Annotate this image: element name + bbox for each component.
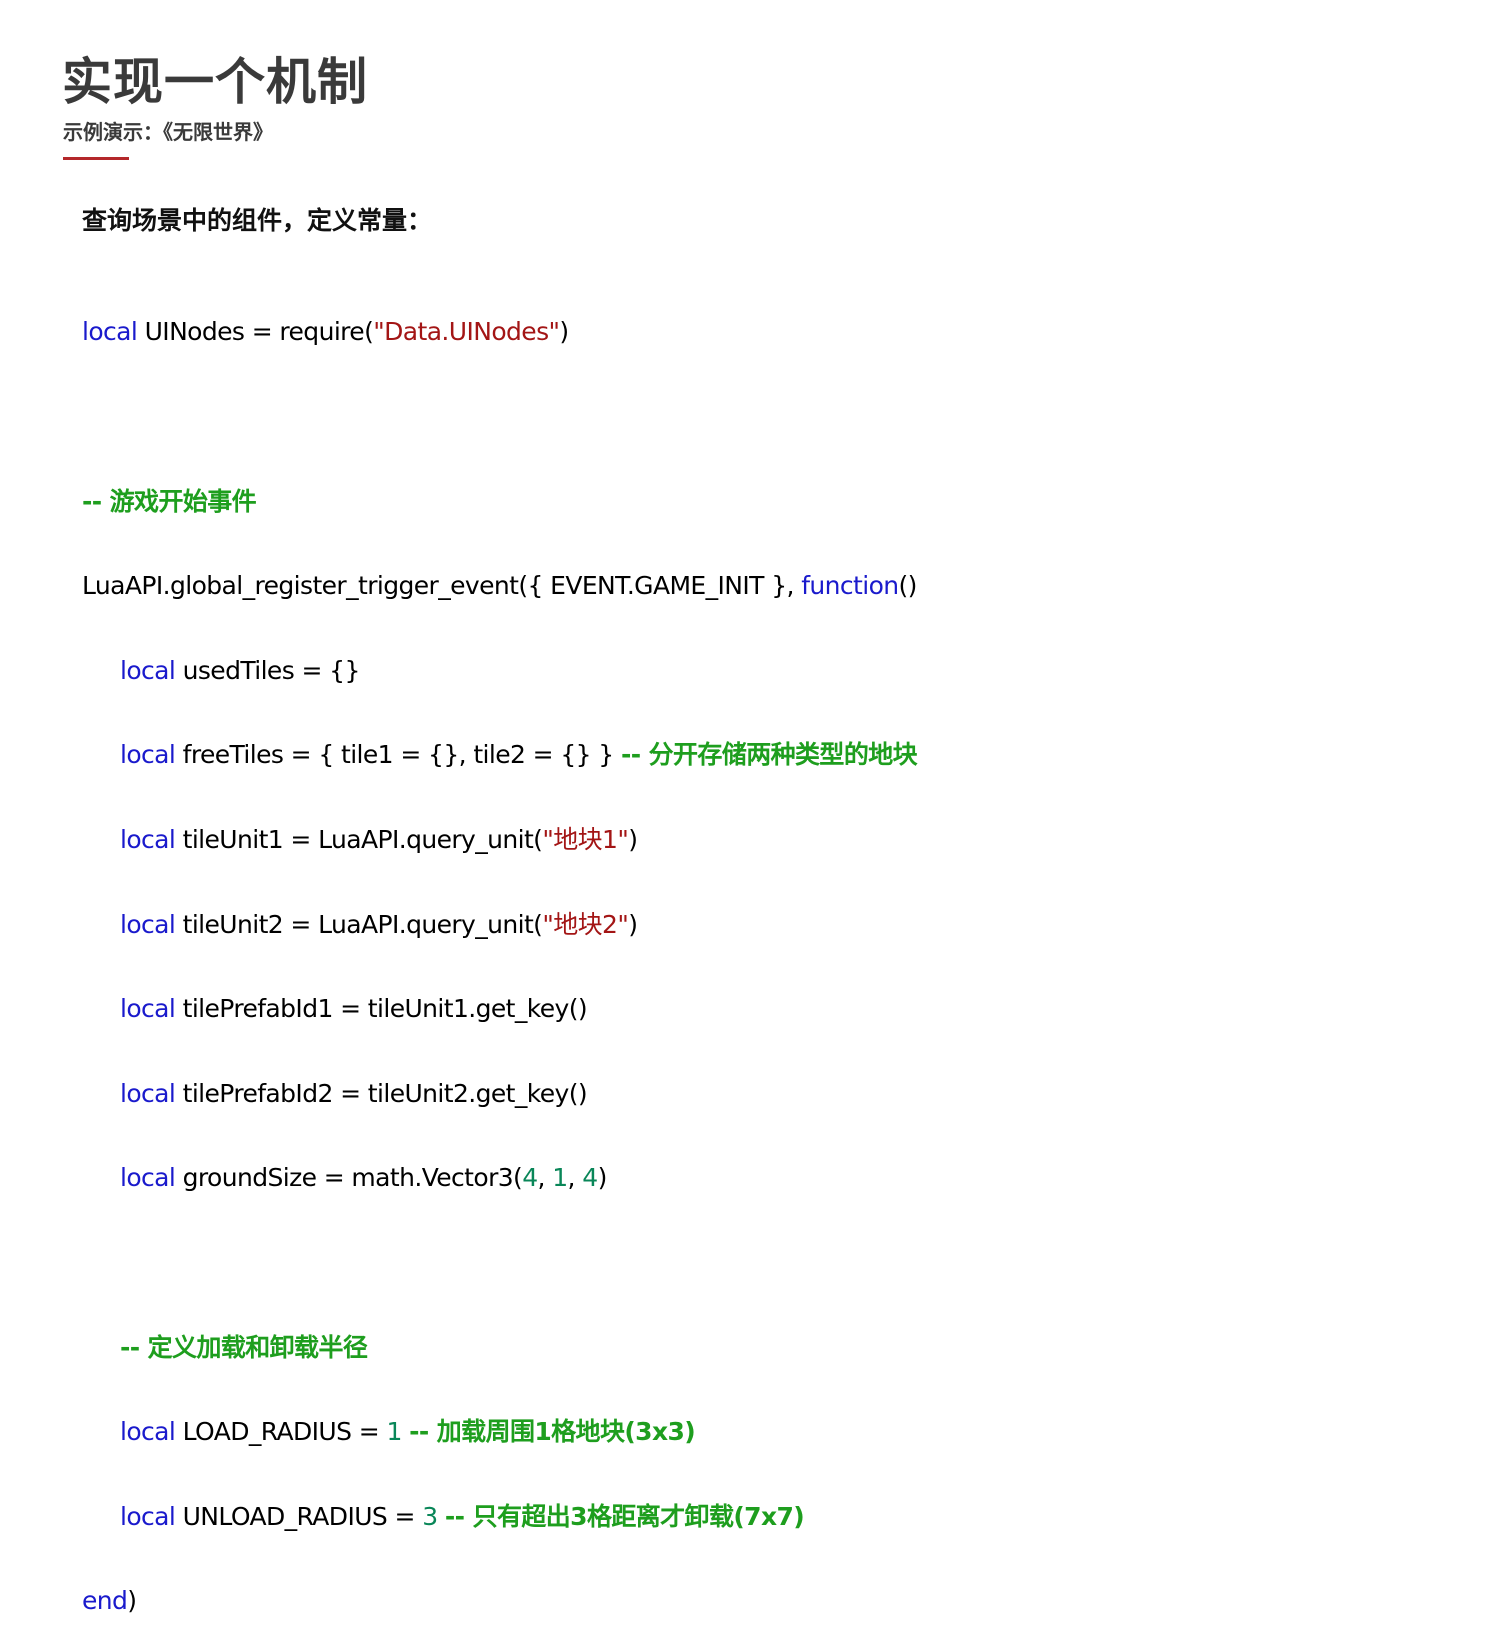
section-heading: 查询场景中的组件，定义常量： xyxy=(82,206,433,235)
code-keyword: local xyxy=(120,1501,176,1531)
code-number: 3 xyxy=(422,1501,438,1531)
code-line-16: end) xyxy=(82,1587,917,1615)
code-keyword: local xyxy=(120,909,176,939)
code-line-5: local usedTiles = {} xyxy=(82,655,917,685)
slide-subtitle: 示例演示：《无限世界》 xyxy=(63,120,273,144)
code-number: 4 xyxy=(522,1163,538,1193)
code-comment: -- 加载周围1格地块(3x3) xyxy=(409,1417,696,1447)
code-line-14: local LOAD_RADIUS = 1 -- 加载周围1格地块(3x3) xyxy=(82,1418,917,1446)
code-keyword: local xyxy=(120,994,176,1024)
code-text: tilePrefabId1 = tileUnit1.get_key() xyxy=(175,994,588,1024)
accent-underline xyxy=(63,157,129,160)
code-text: () xyxy=(898,571,918,601)
code-line-4: LuaAPI.global_register_trigger_event({ E… xyxy=(82,572,917,600)
code-text: , xyxy=(537,1163,553,1193)
code-keyword: local xyxy=(82,317,138,347)
code-keyword: local xyxy=(120,1163,176,1193)
code-line-1: local UINodes = require("Data.UINodes") xyxy=(82,318,917,346)
code-keyword: function xyxy=(801,571,899,601)
code-line-9: local tilePrefabId1 = tileUnit1.get_key(… xyxy=(82,995,917,1023)
code-keyword: end xyxy=(82,1586,128,1616)
code-number: 4 xyxy=(582,1163,598,1193)
code-string: "Data.UINodes" xyxy=(373,317,560,347)
code-comment: -- 只有超出3格距离才卸载(7x7) xyxy=(444,1501,805,1531)
code-line-7: local tileUnit1 = LuaAPI.query_unit("地块1… xyxy=(82,824,917,854)
code-text: tilePrefabId2 = tileUnit2.get_key() xyxy=(175,1078,588,1108)
code-line-blank xyxy=(82,1249,917,1277)
code-keyword: local xyxy=(120,655,176,685)
code-keyword: local xyxy=(120,824,176,854)
code-comment: -- 定义加载和卸载半径 xyxy=(120,1332,368,1362)
slide-title: 实现一个机制 xyxy=(62,53,368,111)
code-text: LOAD_RADIUS = xyxy=(175,1417,387,1447)
code-text: ) xyxy=(628,909,638,939)
code-number: 1 xyxy=(552,1163,568,1193)
code-line-15: local UNLOAD_RADIUS = 3 -- 只有超出3格距离才卸载(7… xyxy=(82,1501,917,1531)
code-line-blank xyxy=(82,403,917,431)
code-keyword: local xyxy=(120,1078,176,1108)
code-text: groundSize = math.Vector3( xyxy=(175,1163,523,1193)
code-text: UINodes = require( xyxy=(137,317,374,347)
code-keyword: local xyxy=(120,740,176,770)
code-comment: -- 分开存储两种类型的地块 xyxy=(620,740,918,770)
code-line-11: local groundSize = math.Vector3(4, 1, 4) xyxy=(82,1164,917,1192)
code-block: local UINodes = require("Data.UINodes") … xyxy=(82,262,918,1644)
code-keyword: local xyxy=(120,1417,176,1447)
code-text: ) xyxy=(628,824,638,854)
code-comment: -- 游戏开始事件 xyxy=(82,486,257,516)
code-string: "地块2" xyxy=(542,909,629,939)
code-text: usedTiles = {} xyxy=(175,655,361,685)
code-text: , xyxy=(567,1163,583,1193)
code-string: "地块1" xyxy=(542,824,629,854)
code-text: tileUnit2 = LuaAPI.query_unit( xyxy=(175,909,543,939)
code-text: ) xyxy=(597,1163,608,1193)
code-line-8: local tileUnit2 = LuaAPI.query_unit("地块2… xyxy=(82,909,917,939)
code-text: tileUnit1 = LuaAPI.query_unit( xyxy=(175,824,543,854)
code-line-3: -- 游戏开始事件 xyxy=(82,486,917,516)
code-text xyxy=(402,1417,409,1446)
code-number: 1 xyxy=(386,1417,402,1447)
code-text: ) xyxy=(559,317,569,347)
code-line-13: -- 定义加载和卸载半径 xyxy=(82,1332,917,1362)
code-text xyxy=(438,1502,445,1531)
code-text: UNLOAD_RADIUS = xyxy=(175,1501,423,1531)
code-line-6: local freeTiles = { tile1 = {}, tile2 = … xyxy=(82,740,918,770)
code-line-10: local tilePrefabId2 = tileUnit2.get_key(… xyxy=(82,1078,917,1108)
code-text: ) xyxy=(127,1586,137,1616)
code-text: freeTiles = { tile1 = {}, tile2 = {} } xyxy=(175,740,621,770)
code-text: LuaAPI.global_register_trigger_event({ E… xyxy=(82,571,802,601)
